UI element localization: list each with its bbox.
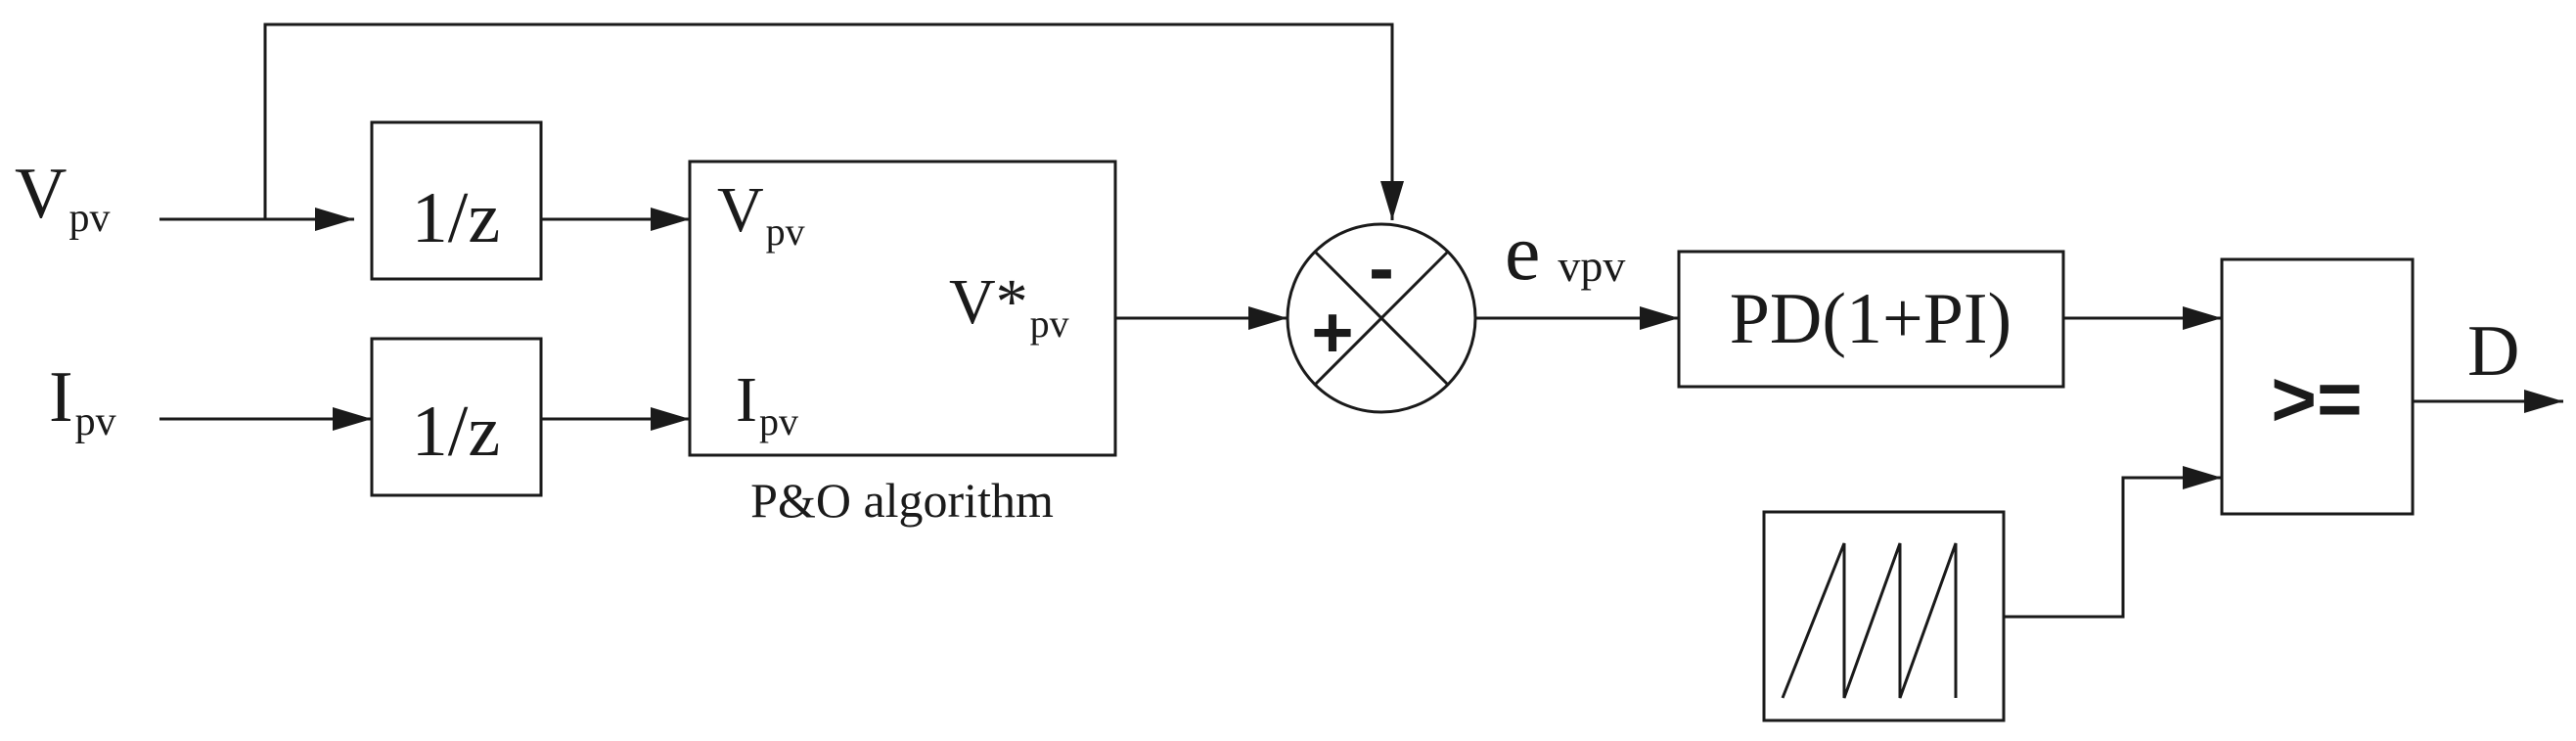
po-input-vpv-label: Vpv: [717, 174, 805, 254]
comparator-label: >=: [2271, 355, 2362, 442]
input-vpv-label: Vpv: [15, 154, 110, 241]
input-ipv-label: Ipv: [49, 357, 116, 444]
sawtooth-to-comparator-wire: [2004, 466, 2222, 619]
delay-label-ipv: 1/z: [412, 392, 500, 472]
po-algorithm-caption: P&O algorithm: [750, 473, 1054, 528]
sawtooth-generator-block: [1762, 510, 2006, 722]
sawtooth-wave-icon: [1781, 542, 1958, 699]
summer-plus-sign: +: [1311, 292, 1353, 373]
delay-block-vpv: 1/z: [370, 120, 543, 281]
po-input-ipv-label: Ipv: [736, 364, 798, 443]
pd-pi-controller-block: PD(1+PI): [1677, 250, 2065, 389]
summing-junction: - +: [1286, 222, 1477, 414]
po-output-vref-label: V*pv: [949, 266, 1069, 346]
comparator-block: >=: [2220, 257, 2415, 516]
delay-label-vpv: 1/z: [412, 178, 500, 258]
output-d-label: D: [2467, 311, 2519, 392]
vpv-feedback-wire: [263, 23, 1404, 220]
summer-minus-sign: -: [1369, 224, 1394, 310]
delay-block-ipv: 1/z: [370, 337, 543, 497]
po-algorithm-block: Vpv Ipv V*pv: [688, 160, 1117, 457]
controller-label: PD(1+PI): [1730, 279, 2011, 359]
